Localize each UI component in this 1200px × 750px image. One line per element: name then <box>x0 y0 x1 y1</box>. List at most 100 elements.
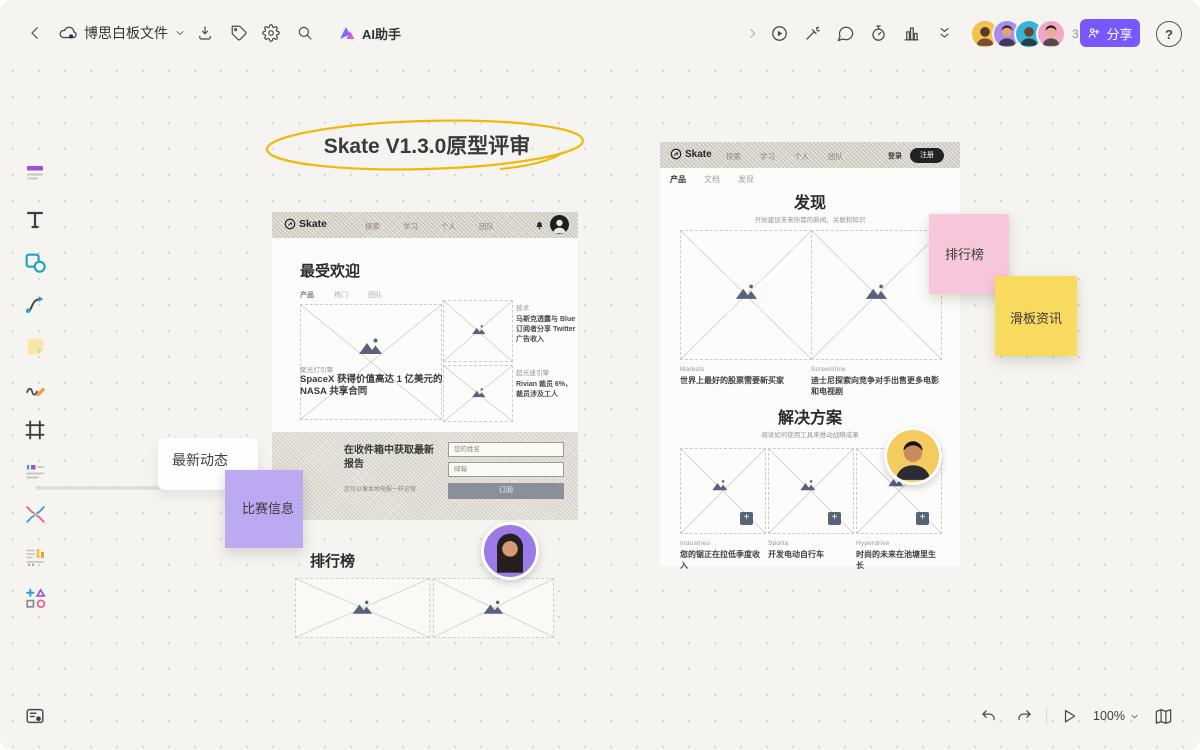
hand-drawn-line[interactable] <box>36 486 256 490</box>
tool-table[interactable] <box>20 541 50 571</box>
zoom-level: 100% <box>1093 709 1125 723</box>
mindmap-icon <box>25 505 45 523</box>
image-placeholder <box>443 300 513 362</box>
tool-templates[interactable] <box>20 158 50 188</box>
wf-right-nav-item: 个人 <box>794 152 809 161</box>
image-icon <box>483 600 504 614</box>
undo-button[interactable] <box>974 702 1002 730</box>
presentation-play-button[interactable] <box>766 20 792 46</box>
discover-card: Markets 世界上最好的股票需要新买家 <box>680 366 802 387</box>
wf-right-nav-item: 学习 <box>760 152 775 161</box>
tool-frame[interactable] <box>20 415 50 445</box>
solutions-subtitle: 阅读如何使用工具来推动战略成果 <box>761 432 859 439</box>
chevron-right-icon <box>749 28 755 38</box>
search-button[interactable] <box>292 20 318 46</box>
image-icon <box>352 600 373 614</box>
tool-sidebar <box>20 158 50 613</box>
image-icon <box>472 388 486 398</box>
present-button[interactable] <box>1055 702 1083 730</box>
tool-shapes[interactable] <box>20 247 50 277</box>
wf-right-signup-pill: 注册 <box>910 147 944 163</box>
image-placeholder[interactable] <box>295 578 430 638</box>
chevron-left-icon <box>31 27 38 39</box>
image-placeholder: + <box>768 448 854 534</box>
avatar[interactable] <box>1036 19 1066 49</box>
subscribe-button: 订阅 <box>448 483 564 499</box>
comment-icon <box>837 26 853 41</box>
ranking-label[interactable]: 排行榜 <box>310 553 356 570</box>
board-title-object[interactable]: Skate V1.3.0原型评审 <box>262 116 592 176</box>
collaborator-avatars[interactable]: 3 <box>970 19 1079 49</box>
image-placeholder[interactable] <box>433 578 554 638</box>
solution-card: Hyperdrive 时尚的未来在池塘里生长 <box>856 540 942 572</box>
tool-kanban[interactable] <box>20 457 50 487</box>
undo-icon <box>981 709 995 720</box>
tool-connector[interactable] <box>20 289 50 319</box>
card1-text: 世界上最好的股票需要新买家 <box>680 376 784 385</box>
wf-right-login: 登录 <box>888 153 902 160</box>
search-icon <box>298 26 312 40</box>
canvas-avatar-man[interactable] <box>884 427 942 485</box>
back-button[interactable] <box>22 20 48 46</box>
poll-button[interactable] <box>898 20 924 46</box>
newsletter-subtitle: 您可以像本地电报一样运营 <box>344 487 417 493</box>
play-circle-icon <box>771 25 787 41</box>
double-chevron-down-icon <box>939 27 949 38</box>
image-icon <box>359 338 382 354</box>
image-icon <box>735 284 758 299</box>
wf-right-tab: 文档 <box>704 175 720 184</box>
solution-card: Industries 您的锯正在拉低季度收入 <box>680 540 762 572</box>
newsletter-form: 您的姓名 邮箱 订阅 <box>448 442 564 499</box>
tool-mindmap[interactable] <box>20 499 50 529</box>
tag-button[interactable] <box>226 20 252 46</box>
tool-pen[interactable] <box>20 373 50 403</box>
sticky-note-icon <box>27 338 43 354</box>
share-button[interactable]: 分享 <box>1080 19 1140 47</box>
tool-shape-library[interactable] <box>20 583 50 613</box>
redo-button[interactable] <box>1010 702 1038 730</box>
sticky-text: 滑板资讯 <box>1010 311 1063 326</box>
collapse-tools-button[interactable] <box>931 20 957 46</box>
canvas-avatar-woman[interactable] <box>481 522 539 580</box>
wf-left-popular-heading: 最受欢迎 <box>300 263 361 280</box>
sticky-note-match-info[interactable]: 比赛信息 <box>225 470 303 548</box>
import-button[interactable] <box>192 20 218 46</box>
ai-assistant-button[interactable]: AI助手 <box>338 21 401 45</box>
wf-left-newsletter: 在收件箱中获取最新报告 您可以像本地电报一样运营 您的姓名 邮箱 订阅 <box>272 432 578 520</box>
sol3-text: 时尚的未来在池塘里生长 <box>856 550 936 570</box>
settings-button[interactable] <box>258 20 284 46</box>
bar-chart-icon <box>904 26 918 40</box>
image-placeholder <box>300 304 442 420</box>
laser-pointer-button[interactable] <box>799 20 825 46</box>
wf-left-spot-tag: 聚光灯引擎 <box>300 367 334 374</box>
wireframe-right[interactable]: Skate 探索 学习 个人 团队 登录 注册 产品 文档 发现 发现 开始建设… <box>660 142 960 570</box>
tool-text[interactable] <box>20 205 50 235</box>
help-button[interactable]: ? <box>1156 21 1182 47</box>
frame-icon <box>25 420 45 440</box>
timer-button[interactable] <box>865 20 891 46</box>
zoom-control[interactable]: 100% <box>1091 702 1142 730</box>
wf-left-side1-text: 马斯克透露与 Blue 订阅者分享 Twitter 广告收入 <box>516 316 576 344</box>
expand-toolbar-button[interactable] <box>742 23 762 43</box>
wf-left-nav-item: 个人 <box>441 222 456 231</box>
minimap-icon <box>26 708 44 724</box>
chevron-down-icon <box>1131 714 1138 718</box>
document-title-menu[interactable]: 博思白板文件 <box>58 20 186 46</box>
add-icon: + <box>916 512 929 525</box>
tool-sticky-note[interactable] <box>20 331 50 361</box>
connector-icon <box>25 295 43 313</box>
card2-text: 迪士尼探索向竞争对手出售更多电影和电视剧 <box>811 376 939 396</box>
wf-left-nav-item: 探索 <box>365 222 380 231</box>
wf-left-tab: 团队 <box>368 292 382 299</box>
comment-button[interactable] <box>832 20 858 46</box>
image-placeholder <box>811 230 942 360</box>
minimap-button[interactable] <box>20 702 50 730</box>
wf-left-avatar <box>550 215 569 234</box>
sticky-note-skate-news[interactable]: 滑板资讯 <box>995 276 1077 356</box>
pages-button[interactable] <box>1150 702 1178 730</box>
board-title: Skate V1.3.0原型评审 <box>323 135 531 158</box>
sticky-text: 比赛信息 <box>242 501 295 516</box>
wireframe-left[interactable]: Skate 探索 学习 个人 团队 最受欢迎 产品 热门 团队 聚光灯引擎 Sp… <box>272 212 578 520</box>
present-cursor-icon <box>1064 709 1075 723</box>
sol2-tag: Sporta <box>768 540 789 547</box>
